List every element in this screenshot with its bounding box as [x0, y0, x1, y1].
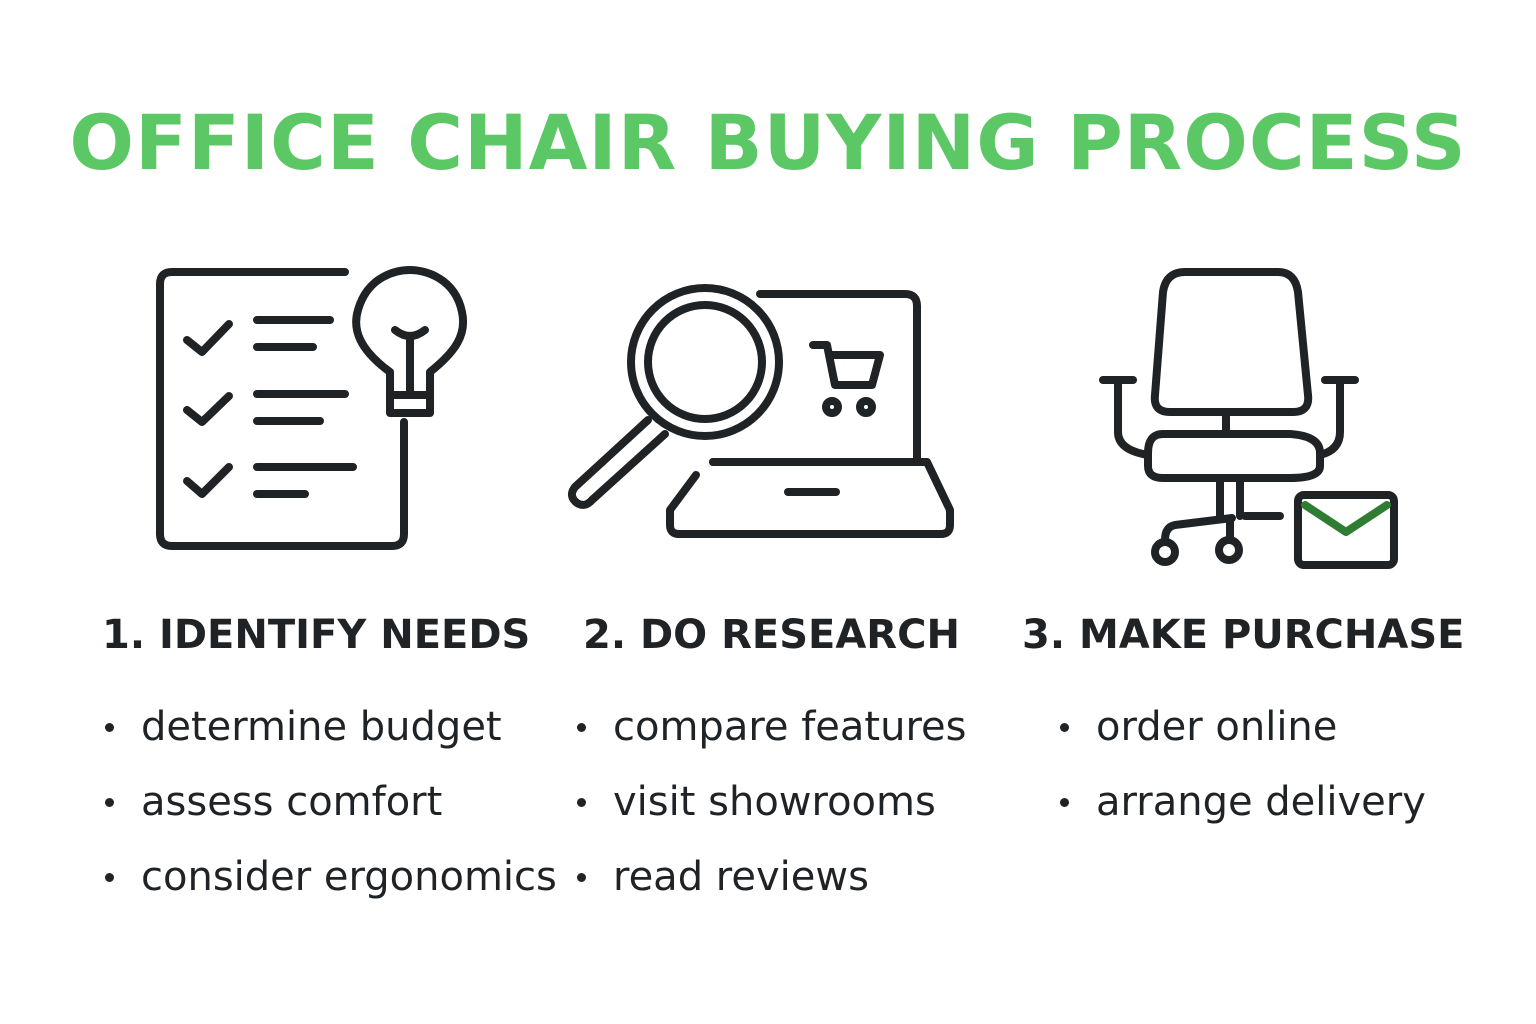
list-item: compare features: [577, 690, 966, 765]
list-item: read reviews: [577, 840, 966, 915]
step-1-heading: 1. IDENTIFY NEEDS: [102, 612, 531, 658]
page-title: OFFICE CHAIR BUYING PROCESS: [69, 98, 1467, 187]
step-1-bullets: determine budget assess comfort consider…: [105, 690, 557, 915]
list-item: order online: [1060, 690, 1426, 765]
list-item: determine budget: [105, 690, 557, 765]
magnifier-laptop-cart-icon: [568, 284, 954, 538]
step-3-heading: 3. MAKE PURCHASE: [1022, 612, 1465, 658]
list-item: visit showrooms: [577, 765, 966, 840]
checklist-lightbulb-icon: [156, 266, 468, 550]
list-item: consider ergonomics: [105, 840, 557, 915]
step-3-bullets: order online arrange delivery: [1060, 690, 1426, 840]
step-2-heading: 2. DO RESEARCH: [583, 612, 960, 658]
list-item: arrange delivery: [1060, 765, 1426, 840]
list-item: assess comfort: [105, 765, 557, 840]
step-2-bullets: compare features visit showrooms read re…: [577, 690, 966, 915]
office-chair-envelope-icon: [1099, 268, 1398, 569]
